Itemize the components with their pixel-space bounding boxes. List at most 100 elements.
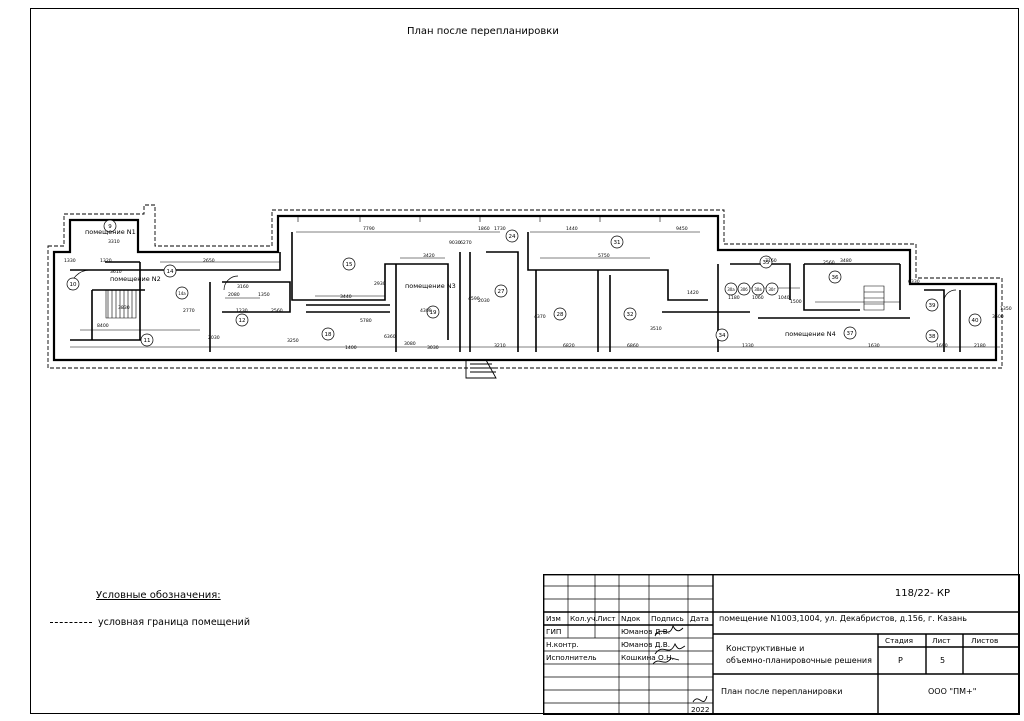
dimension-label: 8400 (97, 323, 109, 329)
room-number: 18 (325, 332, 332, 338)
dimension-label: 3440 (340, 294, 352, 300)
room-number: 11 (144, 338, 151, 344)
dimension-label: 1330 (742, 343, 754, 349)
room-number: 31 (614, 240, 621, 246)
dimension-label: 1730 (494, 226, 506, 232)
room-marker (828, 270, 842, 284)
dimension-label: 2180 (974, 343, 986, 349)
room-number: 9 (108, 224, 112, 230)
interior-walls (70, 232, 961, 352)
dimension-label: 7790 (363, 226, 375, 232)
room-marker (765, 282, 779, 296)
legend-item: условная граница помещений (50, 617, 250, 628)
dimension-label: 1400 (345, 345, 357, 351)
header-ndok: Nдок (621, 614, 641, 623)
room-number: 28 (557, 312, 564, 318)
room-marker (623, 307, 637, 321)
room-number: 24 (509, 234, 516, 240)
dimension-label: 7160 (765, 258, 777, 264)
premises-boundary (47, 204, 1003, 369)
header-signature: Подпись (651, 614, 684, 623)
stage-value: Р (898, 656, 903, 665)
address: помещение N1003,1004, ул. Декабристов, д… (719, 614, 967, 623)
section-title-line2: объемно-планировочные решения (726, 656, 872, 665)
room-number: 19 (430, 310, 437, 316)
dimension-label: 1040 (778, 295, 790, 301)
dimension-label: 5780 (360, 318, 372, 324)
dimension-label: 2560 (271, 308, 283, 314)
dimension-label: 3420 (423, 253, 435, 259)
premises-label: помещение N2 (110, 275, 161, 283)
col-stage: Стадия (885, 636, 913, 645)
col-sheet: Лист (932, 636, 951, 645)
room-marker (751, 282, 765, 296)
dimension-label: 6330 (908, 279, 920, 285)
dimension-label: 1500 (790, 299, 802, 305)
room-number: 37 (847, 331, 854, 337)
dimension-label: 3610 (110, 269, 122, 275)
legend-title: Условные обозначения: (96, 590, 221, 601)
room-marker (737, 282, 751, 296)
dimension-label: 1630 (868, 343, 880, 349)
dimension-label: 1320 (100, 258, 112, 264)
room-marker (342, 257, 356, 271)
signature-marks (652, 624, 708, 703)
room-marker (140, 333, 154, 347)
dimension-label: 3080 (404, 341, 416, 347)
room-marker (610, 235, 624, 249)
room-marker (968, 313, 982, 327)
room-number: 38 (929, 334, 936, 340)
dimension-label: 3510 (650, 326, 662, 332)
room-number: 40 (972, 318, 979, 324)
dimension-label: 2930 (374, 281, 386, 287)
room-marker (925, 329, 939, 343)
dimension-label: 9030 (449, 240, 461, 246)
dimension-label: 1230 (236, 308, 248, 314)
section-title-line1: Конструктивные и (726, 644, 805, 653)
room-marker (175, 286, 189, 300)
dimension-label: 1330 (64, 258, 76, 264)
dimension-label: 4300 (420, 308, 432, 314)
dimension-label: 2030 (208, 335, 220, 341)
room-number: 30б (740, 287, 748, 292)
header-list: Лист (597, 614, 616, 623)
col-sheets: Листов (971, 636, 999, 645)
name-nkontr: Юманов Д.В. (621, 640, 671, 649)
premises-label: помещение N4 (785, 330, 836, 338)
room-marker (235, 313, 249, 327)
title-block: 118/22- КР помещение N1003,1004, ул. Дек… (543, 574, 1020, 715)
sheet-value: 5 (940, 656, 946, 665)
dimension-label: 9450 (676, 226, 688, 232)
dimension-label: 1350 (258, 292, 270, 298)
room-marker (505, 229, 519, 243)
dimension-label: 1180 (728, 295, 740, 301)
dimension-label: 3210 (494, 343, 506, 349)
outer-wall (52, 214, 998, 362)
room-number: 27 (498, 289, 505, 295)
dimension-label: 2030 (478, 298, 490, 304)
dimension-label: 1060 (752, 295, 764, 301)
room-marker (925, 298, 939, 312)
dimension-label: 5750 (598, 253, 610, 259)
dimension-label: 1420 (687, 290, 699, 296)
dimension-label: 2560 (823, 260, 835, 266)
dimension-label: 1690 (936, 343, 948, 349)
room-marker (163, 264, 177, 278)
room-number: 32 (627, 312, 634, 318)
room-marker (103, 219, 117, 233)
room-marker (759, 255, 773, 269)
role-executor: Исполнитель (546, 653, 597, 662)
dashed-line-sample (50, 622, 92, 623)
dimension-label: 2650 (203, 258, 215, 264)
room-number: 10 (70, 282, 77, 288)
header-kol-uch: Кол.уч. (570, 614, 598, 623)
room-number: 35 (763, 260, 770, 266)
room-number: 15 (346, 262, 353, 268)
room-marker (553, 307, 567, 321)
drawing-frame (30, 8, 1019, 714)
room-number: 14а (178, 291, 186, 296)
name-executor: Кошкина О.Н. (621, 653, 674, 662)
dimension-label: 3160 (237, 284, 249, 290)
dimension-label: 6270 (460, 240, 472, 246)
drawing-title: План после перепланировки (407, 26, 559, 37)
